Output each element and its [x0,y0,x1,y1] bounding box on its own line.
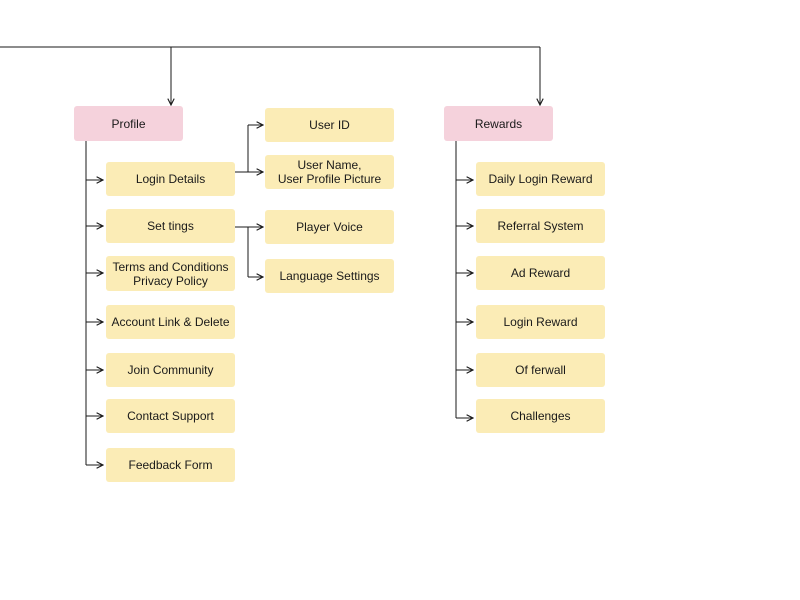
user-id-node[interactable]: User ID [265,108,394,142]
offerwall-node[interactable]: Of ferwall [476,353,605,387]
login-reward-node[interactable]: Login Reward [476,305,605,339]
player-voice-node[interactable]: Player Voice [265,210,394,244]
settings-node[interactable]: Set tings [106,209,235,243]
rewards-node[interactable]: Rewards [444,106,553,141]
challenges-node[interactable]: Challenges [476,399,605,433]
contact-support-node[interactable]: Contact Support [106,399,235,433]
join-community-node[interactable]: Join Community [106,353,235,387]
login-details-node[interactable]: Login Details [106,162,235,196]
daily-login-reward-node[interactable]: Daily Login Reward [476,162,605,196]
referral-system-node[interactable]: Referral System [476,209,605,243]
ad-reward-node[interactable]: Ad Reward [476,256,605,290]
account-link-delete-node[interactable]: Account Link & Delete [106,305,235,339]
language-settings-node[interactable]: Language Settings [265,259,394,293]
user-name-picture-node[interactable]: User Name, User Profile Picture [265,155,394,189]
profile-node[interactable]: Profile [74,106,183,141]
feedback-form-node[interactable]: Feedback Form [106,448,235,482]
terms-privacy-node[interactable]: Terms and Conditions Privacy Policy [106,256,235,291]
